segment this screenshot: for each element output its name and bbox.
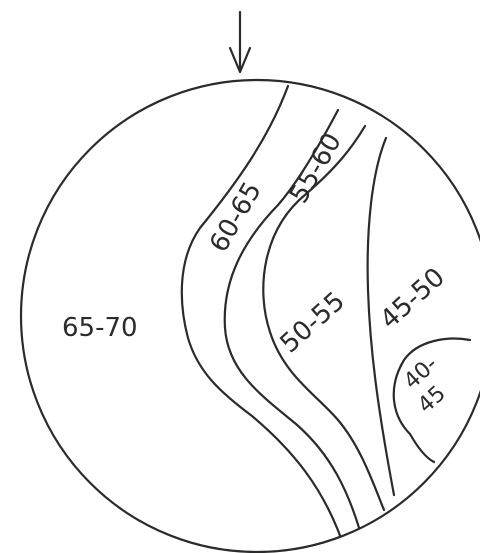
zone-label-60-65: 60-65	[204, 177, 268, 257]
zone-label-50-55: 50-55	[275, 286, 351, 359]
zone-label-65-70: 65-70	[62, 313, 138, 343]
contour-line-50	[366, 136, 396, 497]
contour-line-45	[392, 337, 472, 464]
contour-line-60	[223, 108, 368, 552]
contour-line-65	[180, 84, 348, 552]
contour-line-55	[262, 124, 386, 512]
zone-label-55-60: 55-60	[284, 128, 348, 208]
arrow-down-icon	[228, 10, 252, 74]
zone-label-45-50: 45-50	[375, 262, 451, 335]
boundary-circle	[19, 78, 480, 553]
